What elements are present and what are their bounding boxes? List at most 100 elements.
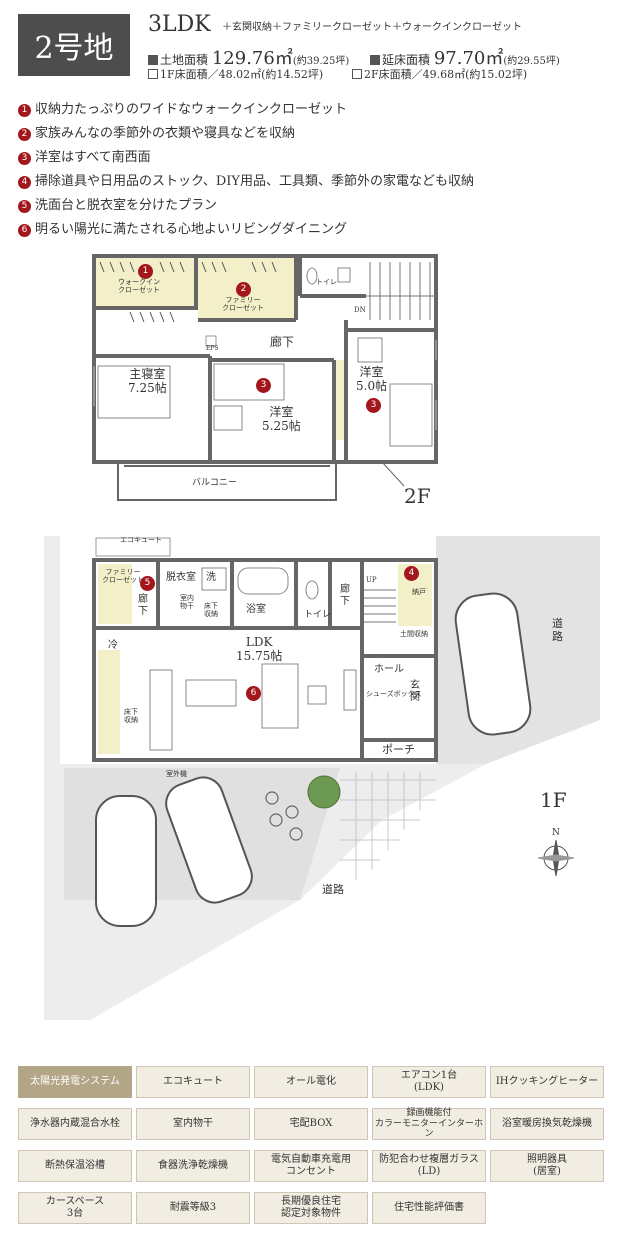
coffee-table [307,685,327,705]
paving [340,772,436,880]
square-outline-icon [352,69,362,79]
feature-number: 6 [18,224,31,237]
equipment-item: IHクッキングヒーター [490,1066,604,1098]
equipment-item: 食器洗浄乾燥機 [136,1150,250,1182]
marker-2: 2 [236,282,251,297]
site-area: 土地面積 129.76㎡(約39.25坪) [148,44,349,70]
windows-2f [93,340,437,430]
road-bottom-label: 道路 [322,883,344,896]
feature-item: 1 収納力たっぷりのワイドなウォークインクローゼット [18,98,347,117]
marker-3: 3 [366,398,381,413]
square-icon [370,55,380,65]
feature-number: 2 [18,128,31,141]
feature-number: 1 [18,104,31,117]
bath-label: 浴室 [246,604,266,615]
floor1-walls [92,558,438,762]
north-label: N [552,828,560,838]
plan-type: 3LDK [148,12,211,37]
stairs-1f [364,589,396,623]
hall-label: ホール [374,664,404,675]
floor2-leader [381,461,405,487]
toilet-fixture [306,267,351,285]
outdoor-unit-label: 室外機 [166,770,187,778]
wash-label: 洗 [206,572,216,583]
floor1-tag: 1F [540,788,567,812]
marker-3: 3 [256,378,271,393]
equipment-item: オール電化 [254,1066,368,1098]
corridor-label-2f: 廊下 [270,335,295,349]
floor-area-label: 延床面積 [382,53,431,67]
feature-item: 2 家族みんなの季節外の衣類や寝具などを収納 [18,122,295,141]
cars [95,592,532,927]
site-area-value: 129.76㎡ [211,48,293,69]
ldk-label: LDK 15.75帖 [236,635,283,663]
dn-label: DN [354,306,366,314]
equipment-item: 録画機能付 カラーモニターインターホン [372,1108,486,1140]
balcony-label: バルコニー [192,478,237,488]
desks [213,337,383,431]
sofa [261,663,299,729]
dressing-label: 脱衣室 [166,572,196,583]
square-icon [148,55,158,65]
equipment-item: 太陽光発電システム [18,1066,132,1098]
room-a-label: 洋室 5.25帖 [262,405,301,433]
pantry-area [98,650,120,754]
family-closet-label-2f: ファミリー クローゼット [222,296,264,313]
ecocute-label: エコキュート [120,536,162,544]
toilet-label-2f: トイレ [316,278,337,286]
equipment-item: エコキュート [136,1066,250,1098]
floor1-site-plan [44,536,600,1020]
dining-table [185,679,237,707]
feature-text: 明るい陽光に満たされる心地よいリビングダイニング [35,222,348,237]
up-label: UP [366,576,377,584]
site-area-tsubo: (約39.25坪) [292,56,350,67]
floor2-plan [92,254,438,501]
feature-text: 掃除道具や日用品のストック、DIY用品、工具類、季節外の家電なども収納 [35,174,474,189]
toilet-label-1f: トイレ [304,610,332,620]
equipment-item: 耐震等級3 [136,1192,250,1224]
family-closet-area-1f [98,564,132,624]
equipment-item: 電気自動車充電用 コンセント [254,1150,368,1182]
floor-area-value: 97.70㎡ [433,48,504,69]
site-area-label: 土地面積 [160,53,209,67]
equipment-item: 住宅性能評価書 [372,1192,486,1224]
marker-4: 4 [404,566,419,581]
equipment-item: 浴室暖房換気乾燥機 [490,1108,604,1140]
bathtub [237,567,289,595]
feature-item: 6 明るい陽光に満たされる心地よいリビングダイニング [18,218,347,237]
washbasin [201,567,227,591]
fridge-label: 冷 [108,640,118,651]
equipment-item: 長期優良住宅 認定対象物件 [254,1192,368,1224]
marker-1: 1 [138,264,153,279]
car-3 [454,592,532,736]
equipment-item: 浄水器内蔵混合水栓 [18,1108,132,1140]
feature-item: 3 洋室はすべて南西面 [18,146,151,165]
corridor-w-label: 廊 下 [138,594,148,617]
underfloor-label: 床下 収納 [204,602,218,619]
storage-note: ＋玄関収納＋ファミリークローゼット＋ウォークインクローゼット [222,22,522,33]
equipment-item: 防犯合わせ複層ガラス (LD) [372,1150,486,1182]
storage-label: 納戸 [412,588,426,596]
corridor-e-label: 廊 下 [340,584,350,607]
feature-text: 収納力たっぷりのワイドなウォークインクローゼット [35,102,348,117]
f1-area-text: 1F床面積／48.02㎡(約14.52坪) [160,68,324,81]
f1-area: 1F床面積／48.02㎡(約14.52坪) [148,66,323,82]
equipment-item: 室内物干 [136,1108,250,1140]
feature-text: 洋室はすべて南西面 [35,150,151,165]
equipment-item: 照明器具 (居室) [490,1150,604,1182]
floor-area-tsubo: (約29.55坪) [503,56,560,67]
shoes-label: シューズボックス [366,690,422,698]
closet-hanger-marks [99,261,277,323]
room-b-label: 洋室 5.0帖 [356,365,388,393]
balcony [117,462,337,501]
f2-area: 2F床面積／49.68㎡(約15.02坪) [352,66,527,82]
feature-text: 家族みんなの季節外の衣類や寝具などを収納 [35,126,296,141]
entry-storage-label: 土間収納 [400,630,428,638]
car-2 [165,776,253,904]
car-1 [95,795,157,927]
floor-area: 延床面積 97.70㎡(約29.55坪) [370,44,560,70]
kitchen-counter [149,669,173,751]
feature-number: 3 [18,152,31,165]
